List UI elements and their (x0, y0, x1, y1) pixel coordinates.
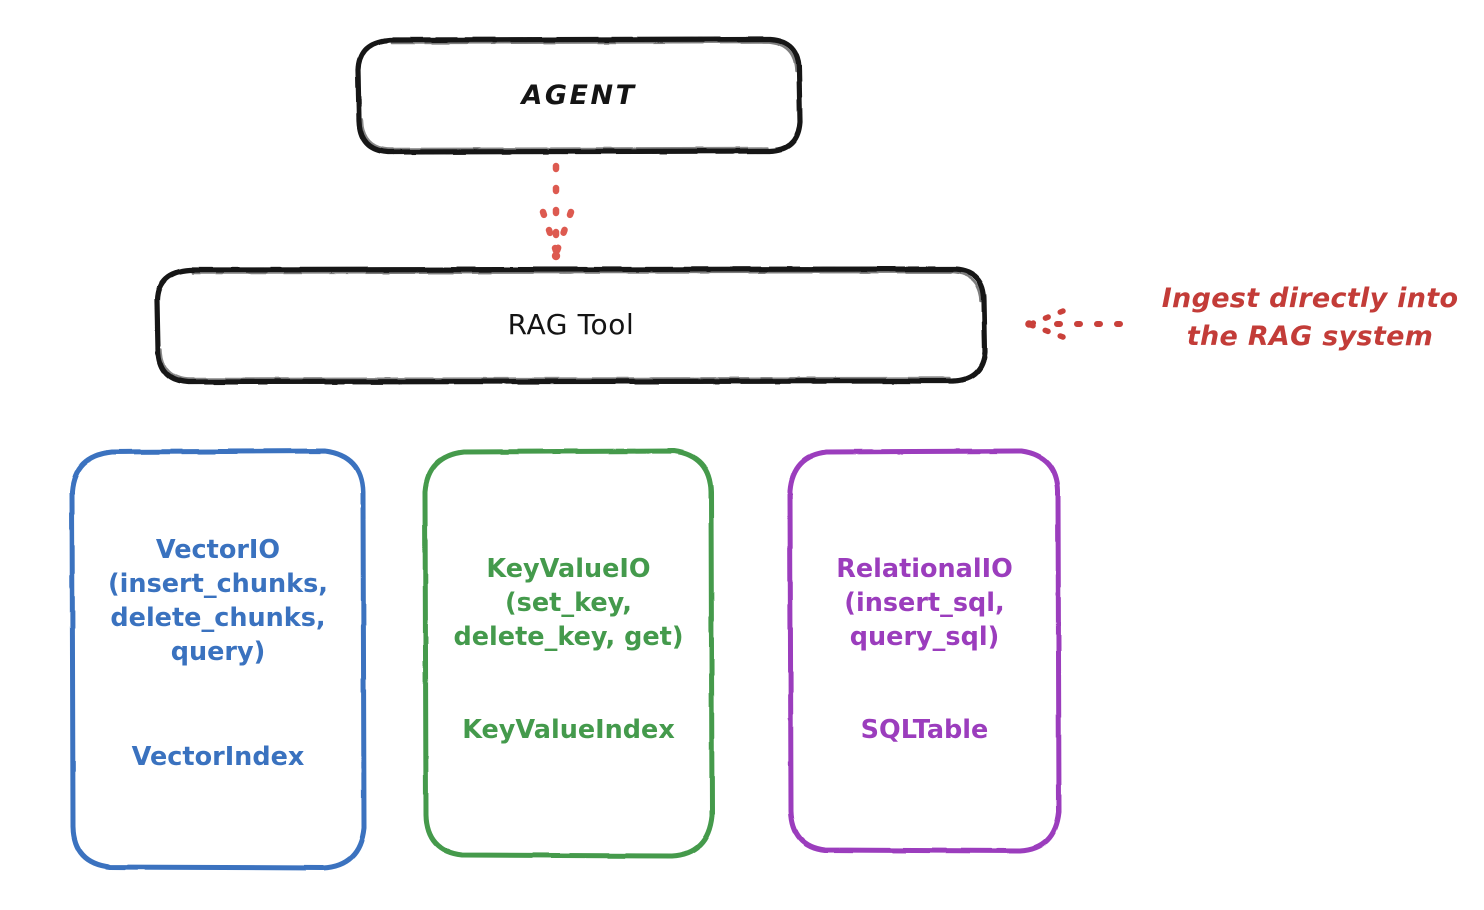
rag-tool-node[interactable] (154, 266, 988, 385)
relational-io-node[interactable] (787, 448, 1062, 854)
key-value-io-node[interactable] (422, 448, 715, 859)
agent-to-rag-arrow (539, 162, 575, 261)
ingest-arrow (1025, 308, 1123, 340)
vector-io-node[interactable] (69, 448, 367, 871)
ingest-annotation: Ingest directly into the RAG system (1161, 283, 1459, 353)
agent-node[interactable] (355, 36, 803, 155)
